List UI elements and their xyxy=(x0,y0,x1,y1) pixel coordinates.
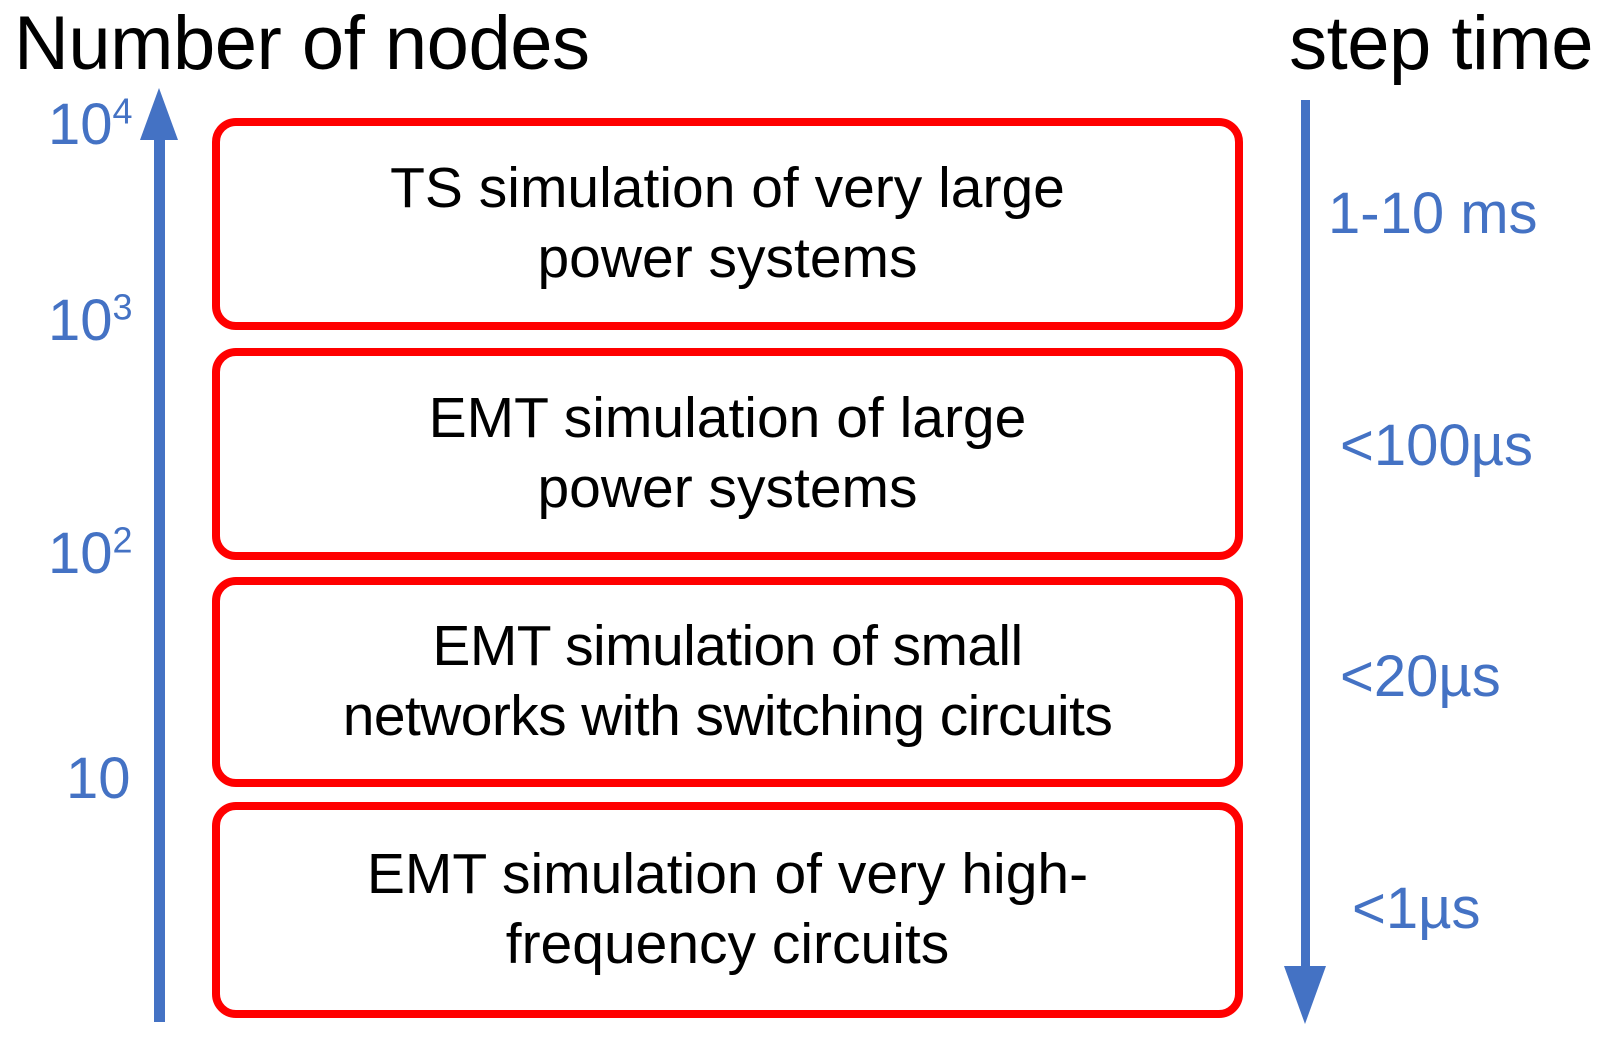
axis-tick-10e4: 104 xyxy=(48,93,133,154)
category-box-emt-small-switching: EMT simulation of small networks with sw… xyxy=(212,577,1243,787)
page-title-step-time: step time xyxy=(1289,1,1593,86)
category-box-label: EMT simulation of small networks with sw… xyxy=(342,614,1113,748)
axis-tick-10: 10 xyxy=(66,750,131,808)
category-box-label: EMT simulation of very high- frequency c… xyxy=(366,842,1089,976)
axis-tick-exponent: 2 xyxy=(112,519,133,561)
axis-tick-base: 10 xyxy=(48,521,113,586)
axis-tick-10e2: 102 xyxy=(48,522,133,583)
axis-tick-exponent: 4 xyxy=(112,90,133,132)
axis-tick-exponent: 3 xyxy=(112,286,133,328)
arrow-up-icon xyxy=(140,88,178,140)
step-time-label-3: <20µs xyxy=(1340,644,1501,709)
number-of-nodes-axis xyxy=(140,88,178,1022)
category-box-emt-large: EMT simulation of large power systems xyxy=(212,348,1243,560)
axis-tick-base: 10 xyxy=(48,92,113,157)
axis-tick-10e3: 103 xyxy=(48,289,133,350)
page-title-number-of-nodes: Number of nodes xyxy=(14,1,590,86)
category-box-ts-very-large: TS simulation of very large power system… xyxy=(212,118,1243,330)
axis-tick-base: 10 xyxy=(66,746,131,811)
axis-line xyxy=(1301,100,1310,972)
category-box-label: EMT simulation of large power systems xyxy=(428,386,1027,520)
axis-line xyxy=(154,136,165,1022)
category-box-label: TS simulation of very large power system… xyxy=(390,156,1065,290)
step-time-label-1: 1-10 ms xyxy=(1328,181,1538,246)
step-time-label-4: <1µs xyxy=(1352,876,1481,941)
category-box-emt-high-frequency: EMT simulation of very high- frequency c… xyxy=(212,802,1243,1018)
step-time-axis xyxy=(1284,100,1326,1025)
arrow-down-icon xyxy=(1284,966,1326,1024)
axis-tick-base: 10 xyxy=(48,288,113,353)
step-time-label-2: <100µs xyxy=(1340,413,1534,478)
